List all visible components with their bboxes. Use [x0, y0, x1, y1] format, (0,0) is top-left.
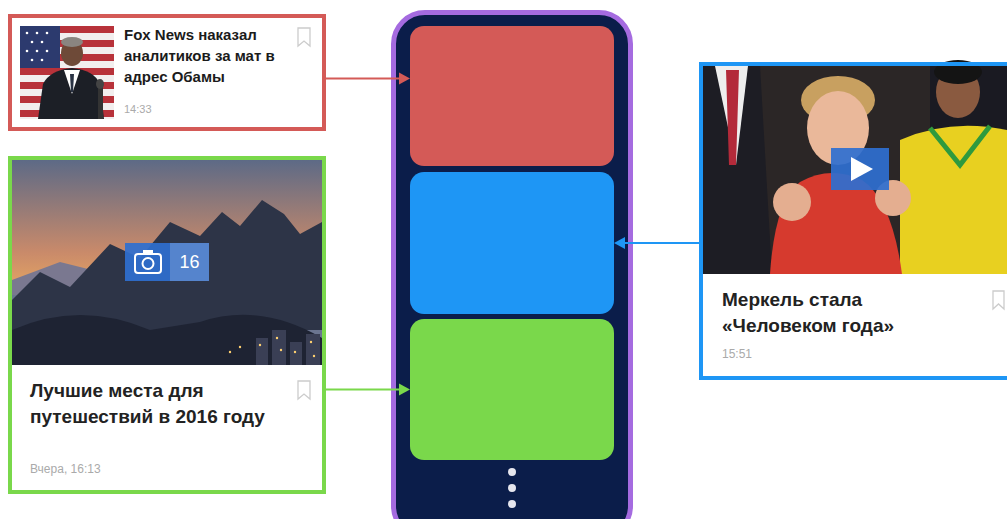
landscape-photo: [12, 160, 322, 365]
building: [306, 334, 320, 365]
shirt-trim: [930, 126, 990, 165]
flag-star: [36, 32, 39, 35]
left-shirt: [715, 66, 748, 165]
news-card: Fox News наказал аналитиков за мат в адр…: [8, 14, 326, 131]
bookmark-icon: [993, 291, 1004, 309]
connector-line: [326, 388, 400, 390]
mountains: [12, 200, 322, 330]
microphone-stand: [98, 86, 103, 119]
city-light: [280, 349, 282, 351]
headline: Меркель стала «Человеком года»: [722, 287, 972, 339]
camera-lens: [143, 258, 154, 269]
phone-screen: [393, 12, 631, 519]
connector-arrow: [614, 237, 699, 249]
play-triangle: [851, 157, 873, 181]
building: [256, 338, 268, 365]
more-dot: [508, 484, 516, 492]
flag-star: [26, 32, 29, 35]
arrow-head: [399, 384, 410, 396]
connector-arrow: [326, 384, 410, 396]
flag-star: [31, 41, 34, 44]
photo-ground: [20, 26, 114, 119]
arrow-head: [399, 73, 410, 85]
bookmark-icon: [298, 28, 310, 46]
news-card: Меркель стала «Человеком года» 15:51: [699, 62, 1007, 380]
arrow-head: [614, 237, 625, 249]
shirt: [64, 70, 80, 94]
bookmark-icon: [298, 381, 310, 399]
more-dot: [508, 500, 516, 508]
flag-star: [46, 50, 49, 53]
flag-star: [31, 59, 34, 62]
timestamp: 14:33: [124, 102, 214, 116]
camera-icon: [135, 254, 161, 273]
feed-slot: [410, 172, 614, 314]
fist: [773, 183, 811, 221]
city-light: [229, 351, 231, 353]
camera-icon-top: [143, 250, 153, 254]
building: [290, 342, 302, 365]
connector-line: [326, 77, 400, 79]
photo-ground: [703, 66, 1007, 274]
play-button: [831, 148, 889, 190]
feed-slot: [410, 26, 614, 166]
city-light: [239, 346, 241, 348]
foreground-hill: [12, 315, 322, 365]
more-dot: [508, 468, 516, 476]
flag-star: [41, 59, 44, 62]
microphone: [96, 79, 104, 89]
building: [272, 330, 286, 365]
left-suit: [703, 66, 772, 274]
obama-photo: [20, 26, 114, 119]
connector-line: [624, 242, 699, 244]
feed-slot: [410, 319, 614, 460]
sky: [12, 160, 322, 365]
connector-arrow: [326, 73, 410, 85]
flag-canton: [20, 26, 60, 68]
timestamp: 15:51: [722, 347, 812, 362]
flag-star: [41, 41, 44, 44]
timestamp: Вчера, 16:13: [30, 462, 160, 477]
hair: [61, 37, 83, 47]
flag-star: [46, 32, 49, 35]
yellow-shirt: [900, 126, 1007, 274]
headline: Лучшие места для путешествий в 2016 году: [30, 378, 280, 430]
flag-star: [36, 50, 39, 53]
tie: [70, 74, 74, 92]
city-light: [310, 341, 312, 343]
city-light: [313, 355, 315, 357]
news-card: 16Лучшие места для путешествий в 2016 го…: [8, 156, 326, 494]
gallery-count-badge: [170, 243, 209, 281]
headline: Fox News наказал аналитиков за мат в адр…: [124, 24, 286, 87]
city-light: [294, 351, 296, 353]
gallery-badge: [125, 243, 170, 281]
photo-count: 16: [170, 243, 209, 281]
phone-frame: [391, 10, 633, 519]
city-light: [276, 337, 278, 339]
left-tie: [726, 70, 739, 165]
suit: [38, 68, 104, 119]
city-light: [259, 344, 261, 346]
flag-star: [26, 50, 29, 53]
merkel-photo: [703, 60, 1007, 274]
